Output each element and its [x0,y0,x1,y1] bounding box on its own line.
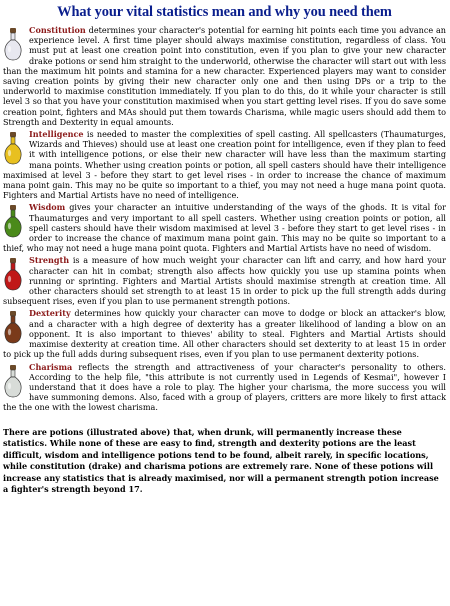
stat-strength: Strength is a measure of how much weight… [3,255,446,306]
red-potion-icon [3,257,25,291]
stat-description: gives your character an intuitive unders… [3,202,446,254]
footer-note: There are potions (illustrated above) th… [3,426,439,495]
stat-heading: Dexterity [29,308,71,319]
stat-heading: Constitution [29,25,86,35]
green-potion-icon [3,204,25,238]
stat-heading: Strength [29,255,70,266]
page-title: What your vital statistics mean and why … [57,4,392,20]
brown-potion-icon [3,310,25,344]
yellow-potion-icon [3,131,25,165]
stat-description: reflects the strength and attractiveness… [3,361,446,413]
white-potion-icon [3,27,25,61]
pale-potion-icon [3,364,25,398]
stat-intelligence: Intelligence is needed to master the com… [3,129,446,200]
page: What your vital statistics mean and why … [0,4,450,606]
stat-heading: Wisdom [29,202,66,213]
stat-description: determines your character's potential fo… [3,25,447,127]
stat-charisma: Charisma reflects the strength and attra… [3,362,446,413]
stat-description: is a measure of how much weight your cha… [3,255,447,307]
stat-heading: Intelligence [29,129,84,140]
stat-description: is needed to master the complexities of … [3,129,446,201]
stat-heading: Charisma [29,361,73,372]
stat-constitution: Constitution determines your character's… [3,25,446,127]
stats-list: Constitution determines your character's… [3,25,446,413]
stat-description: determines how quickly your character ca… [3,308,446,360]
stat-dexterity: Dexterity determines how quickly your ch… [3,308,446,359]
stat-wisdom: Wisdom gives your character an intuitive… [3,202,446,253]
